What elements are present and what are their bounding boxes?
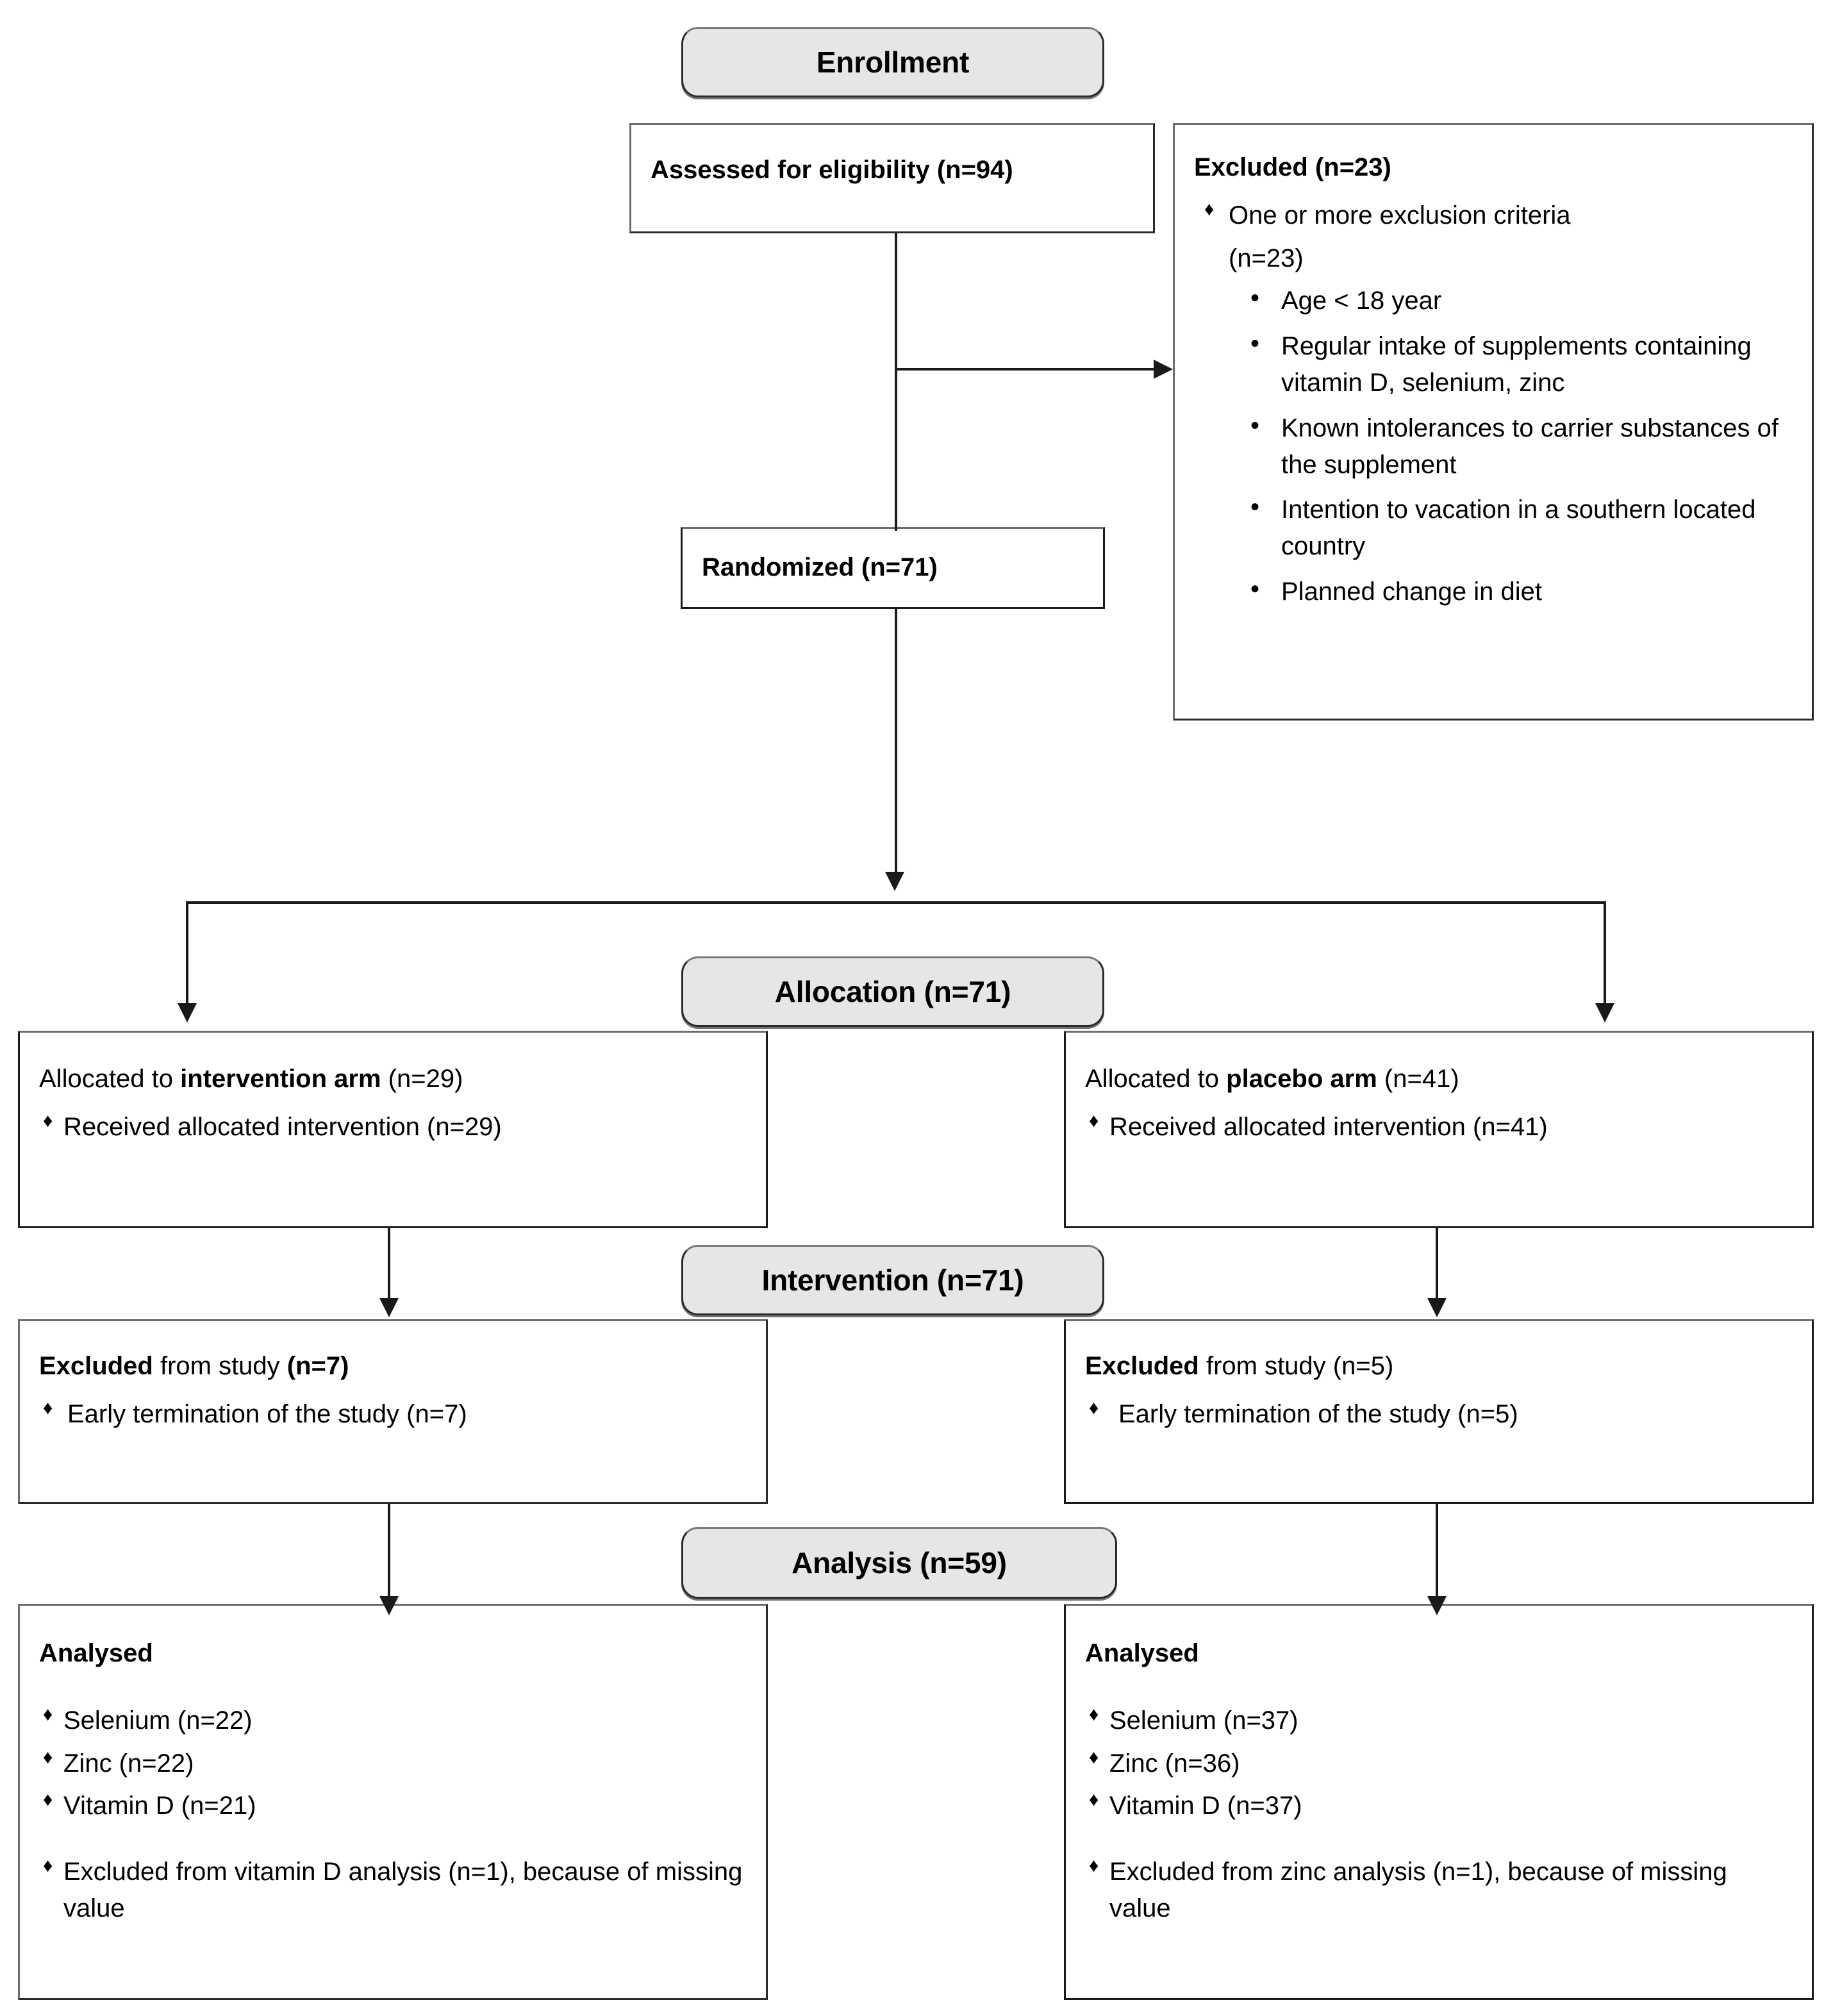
list-item: Excluded from zinc analysis (n=1), becau… — [1085, 1853, 1793, 1927]
analysed-right-box: Analysed Selenium (n=37) Zinc (n=36) Vit… — [1064, 1604, 1814, 2000]
allocated-placebo-box: Allocated to placebo arm (n=41) Received… — [1064, 1031, 1814, 1228]
allocated-intervention-title-bold: intervention arm — [180, 1065, 381, 1093]
connector-interv-left-to-analysis — [388, 1504, 390, 1601]
connector-allocation-left-drop — [186, 901, 188, 1008]
excluded-study-left-title: Excluded from study (n=7) — [39, 1348, 747, 1385]
arrow-allocation-left — [178, 1003, 197, 1022]
list-item: Selenium (n=37) — [1085, 1701, 1793, 1739]
list-item: Zinc (n=36) — [1085, 1744, 1793, 1782]
connector-alloc-right-to-interv — [1436, 1228, 1438, 1303]
connector-randomized-down — [895, 609, 897, 877]
list-item: Excluded from vitamin D analysis (n=1), … — [39, 1853, 747, 1927]
arrow-interv-left — [379, 1298, 399, 1317]
allocated-placebo-title-post: (n=41) — [1377, 1065, 1459, 1093]
arrow-analysis-left — [379, 1596, 399, 1615]
analysed-left-title: Analysed — [39, 1639, 153, 1667]
list-item: Planned change in diet — [1245, 571, 1793, 610]
excluded-box: Excluded (n=23) One or more exclusion cr… — [1173, 123, 1814, 721]
list-item: Received allocated intervention (n=41) — [1085, 1108, 1793, 1145]
analysed-left-list: Selenium (n=22) Zinc (n=22) Vitamin D (n… — [39, 1701, 747, 1824]
stage-enrollment-label: Enrollment — [816, 46, 970, 79]
arrow-to-excluded — [1154, 360, 1173, 379]
list-item: Early termination of the study (n=7) — [39, 1395, 747, 1433]
stage-intervention-label: Intervention (n=71) — [761, 1263, 1024, 1297]
randomized-title: Randomized (n=71) — [702, 553, 938, 581]
arrow-analysis-right — [1427, 1596, 1447, 1615]
excluded-criteria-list: One or more exclusion criteria (n=23) Ag… — [1194, 196, 1793, 610]
allocated-intervention-list: Received allocated intervention (n=29) — [39, 1108, 747, 1145]
excluded-study-right-box: Excluded from study (n=5) Early terminat… — [1064, 1319, 1814, 1504]
connector-assessed-to-randomized — [895, 233, 897, 531]
stage-intervention: Intervention (n=71) — [681, 1245, 1104, 1315]
analysed-left-note-list: Excluded from vitamin D analysis (n=1), … — [39, 1853, 747, 1927]
analysed-right-list: Selenium (n=37) Zinc (n=36) Vitamin D (n… — [1085, 1701, 1793, 1824]
excluded-study-left-list: Early termination of the study (n=7) — [39, 1395, 747, 1433]
list-item: Zinc (n=22) — [39, 1744, 747, 1782]
connector-allocation-split — [186, 901, 1606, 904]
allocated-intervention-title-post: (n=29) — [381, 1065, 463, 1093]
list-item: Vitamin D (n=21) — [39, 1787, 747, 1824]
stage-analysis: Analysis (n=59) — [681, 1527, 1117, 1599]
analysed-right-note-list: Excluded from zinc analysis (n=1), becau… — [1085, 1853, 1793, 1927]
allocated-intervention-title: Allocated to intervention arm (n=29) — [39, 1061, 747, 1097]
stage-analysis-label: Analysis (n=59) — [792, 1546, 1007, 1579]
list-item: Intention to vacation in a southern loca… — [1245, 489, 1793, 565]
excluded-study-left-box: Excluded from study (n=7) Early terminat… — [18, 1319, 768, 1504]
exclusion-criteria-count: (n=23) — [1229, 244, 1304, 272]
list-item: Known intolerances to carrier substances… — [1245, 408, 1793, 483]
excluded-study-right-title-post: from study (n=5) — [1198, 1352, 1394, 1380]
arrow-allocation-right — [1595, 1003, 1614, 1022]
excluded-title: Excluded (n=23) — [1194, 153, 1391, 181]
allocated-intervention-box: Allocated to intervention arm (n=29) Rec… — [18, 1031, 768, 1228]
stage-enrollment: Enrollment — [681, 27, 1104, 97]
exclusion-criteria-text: One or more exclusion criteria — [1229, 201, 1571, 229]
excluded-study-right-title: Excluded from study (n=5) — [1085, 1348, 1793, 1385]
excluded-study-left-title-post: from study — [153, 1352, 287, 1380]
list-item: Regular intake of supplements containing… — [1245, 326, 1793, 401]
assessed-for-eligibility-box: Assessed for eligibility (n=94) — [629, 123, 1155, 233]
list-item: Received allocated intervention (n=29) — [39, 1108, 747, 1145]
excluded-study-left-title-bold: Excluded — [39, 1352, 153, 1380]
allocated-intervention-title-pre: Allocated to — [39, 1065, 181, 1093]
assessed-for-eligibility-title: Assessed for eligibility (n=94) — [651, 156, 1013, 184]
list-item: Early termination of the study (n=5) — [1085, 1395, 1793, 1433]
stage-allocation-label: Allocation (n=71) — [774, 975, 1011, 1008]
list-item: One or more exclusion criteria (n=23) Ag… — [1200, 196, 1793, 610]
arrow-interv-right — [1427, 1298, 1447, 1317]
connector-alloc-left-to-interv — [388, 1228, 390, 1303]
arrow-randomized-down — [885, 872, 904, 891]
analysed-left-box: Analysed Selenium (n=22) Zinc (n=22) Vit… — [18, 1604, 768, 2000]
allocated-placebo-title: Allocated to placebo arm (n=41) — [1085, 1061, 1793, 1097]
excluded-study-left-title-count: (n=7) — [286, 1352, 349, 1380]
list-item: Age < 18 year — [1245, 280, 1793, 319]
randomized-box: Randomized (n=71) — [681, 527, 1105, 609]
allocated-placebo-title-pre: Allocated to — [1085, 1065, 1227, 1093]
excluded-study-right-list: Early termination of the study (n=5) — [1085, 1395, 1793, 1433]
connector-allocation-right-drop — [1604, 901, 1606, 1008]
exclusion-criteria-sublist: Age < 18 year Regular intake of suppleme… — [1229, 280, 1793, 610]
list-item: Selenium (n=22) — [39, 1701, 747, 1739]
connector-interv-right-to-analysis — [1436, 1504, 1438, 1601]
allocated-placebo-title-bold: placebo arm — [1226, 1065, 1377, 1093]
connector-assessed-to-excluded — [895, 368, 1154, 371]
allocated-placebo-list: Received allocated intervention (n=41) — [1085, 1108, 1793, 1145]
stage-allocation: Allocation (n=71) — [681, 956, 1104, 1027]
excluded-study-right-title-bold: Excluded — [1085, 1352, 1199, 1380]
list-item: Vitamin D (n=37) — [1085, 1787, 1793, 1824]
analysed-right-title: Analysed — [1085, 1639, 1199, 1667]
